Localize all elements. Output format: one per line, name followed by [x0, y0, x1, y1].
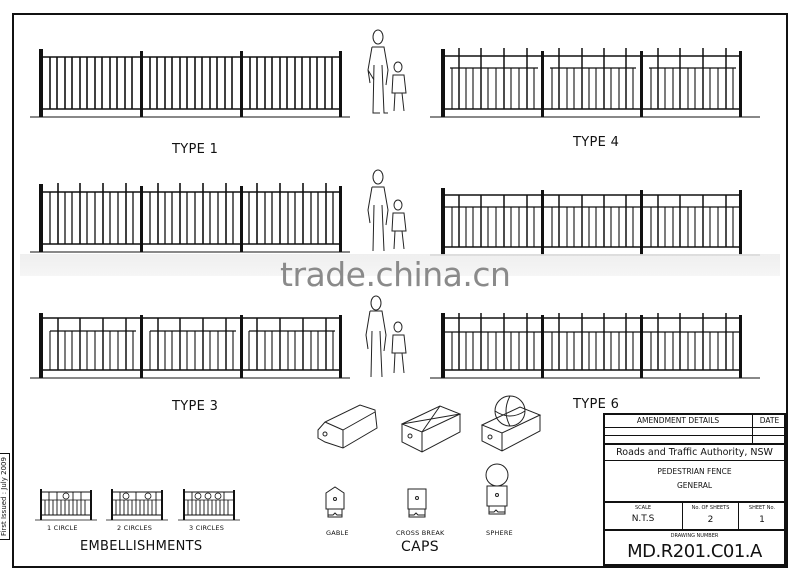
embellishment-1-circle-label: 1 CIRCLE — [47, 524, 78, 532]
fence-type-1-drawing — [30, 49, 350, 118]
cap-cross-break-isometric-icon — [400, 405, 462, 453]
sheets-divider — [738, 503, 739, 529]
drawing-number-label: DRAWING NUMBER — [670, 533, 719, 539]
amendment-details-header: AMENDMENT DETAILS — [636, 416, 720, 425]
scale-divider — [682, 503, 683, 529]
embellishments-title: EMBELLISHMENTS — [80, 539, 203, 554]
cap-gable-elevation-icon — [325, 486, 345, 518]
amendment-divider — [752, 415, 753, 443]
caps-title: CAPS — [401, 539, 439, 555]
scale-value: N.T.S — [631, 514, 655, 524]
cap-gable-isometric-icon — [317, 404, 378, 449]
first-issued-stamp: First Issued : July 2009 — [0, 453, 10, 540]
cap-cross-break-label: CROSS BREAK — [396, 529, 445, 537]
embellishment-2-circles-label: 2 CIRCLES — [117, 524, 153, 532]
fence-type-3-label: TYPE 3 — [172, 399, 219, 414]
cap-cross-break-elevation-icon — [407, 488, 427, 518]
drawing-number: MD.R201.C01.A — [627, 541, 762, 562]
scale-sheets-row: SCALE N.T.S No. OF SHEETS 2 SHEET No. 1 — [605, 503, 784, 531]
fence-type-4-label: TYPE 4 — [573, 135, 620, 150]
person-scale-figure-top — [367, 29, 407, 114]
date-header: DATE — [759, 416, 780, 425]
person-scale-figure-bottom — [365, 295, 407, 378]
sheets-count-label: No. OF SHEETS — [691, 505, 730, 511]
cap-sphere-label: SPHERE — [486, 529, 513, 537]
fence-type-6-drawing — [430, 313, 760, 379]
embellishment-1-circle-drawing — [35, 489, 97, 521]
sheet-number-value: 1 — [759, 515, 765, 525]
watermark-text: trade.china.cn — [280, 255, 511, 294]
amendment-row-1 — [605, 428, 784, 436]
watermark-band — [20, 254, 780, 276]
fence-type-4-drawing — [430, 48, 760, 118]
drawing-sheet-border — [12, 13, 788, 568]
scale-label: SCALE — [634, 505, 652, 511]
person-scale-figure-middle — [367, 169, 407, 252]
cap-gable-label: GABLE — [326, 529, 349, 537]
authority-name: Roads and Traffic Authority, NSW — [616, 447, 773, 458]
embellishment-2-circles-drawing — [106, 489, 168, 521]
sheet-number-label: SHEET No. — [748, 505, 776, 511]
fence-middle-left-drawing — [30, 183, 350, 253]
embellishment-3-circles-drawing — [178, 489, 240, 521]
drawing-title-line1: PEDESTRIAN FENCE — [657, 467, 732, 476]
embellishment-3-circles-label: 3 CIRCLES — [189, 524, 225, 532]
title-block: AMENDMENT DETAILS DATE Roads and Traffic… — [603, 413, 786, 566]
drawing-title-row: PEDESTRIAN FENCE GENERAL — [605, 461, 784, 503]
drawing-title-line2: GENERAL — [676, 481, 713, 490]
fence-type-1-label: TYPE 1 — [172, 142, 219, 157]
sheets-count-value: 2 — [707, 515, 714, 525]
fence-type-6-label: TYPE 6 — [573, 397, 620, 412]
fence-middle-right-drawing — [430, 188, 760, 256]
amendment-row-2 — [605, 436, 784, 445]
cap-sphere-elevation-icon — [485, 463, 509, 515]
amendment-header-row: AMENDMENT DETAILS DATE — [605, 415, 784, 443]
cap-sphere-isometric-icon — [480, 395, 542, 452]
authority-row: Roads and Traffic Authority, NSW — [605, 445, 784, 461]
fence-type-3-drawing — [30, 313, 350, 379]
